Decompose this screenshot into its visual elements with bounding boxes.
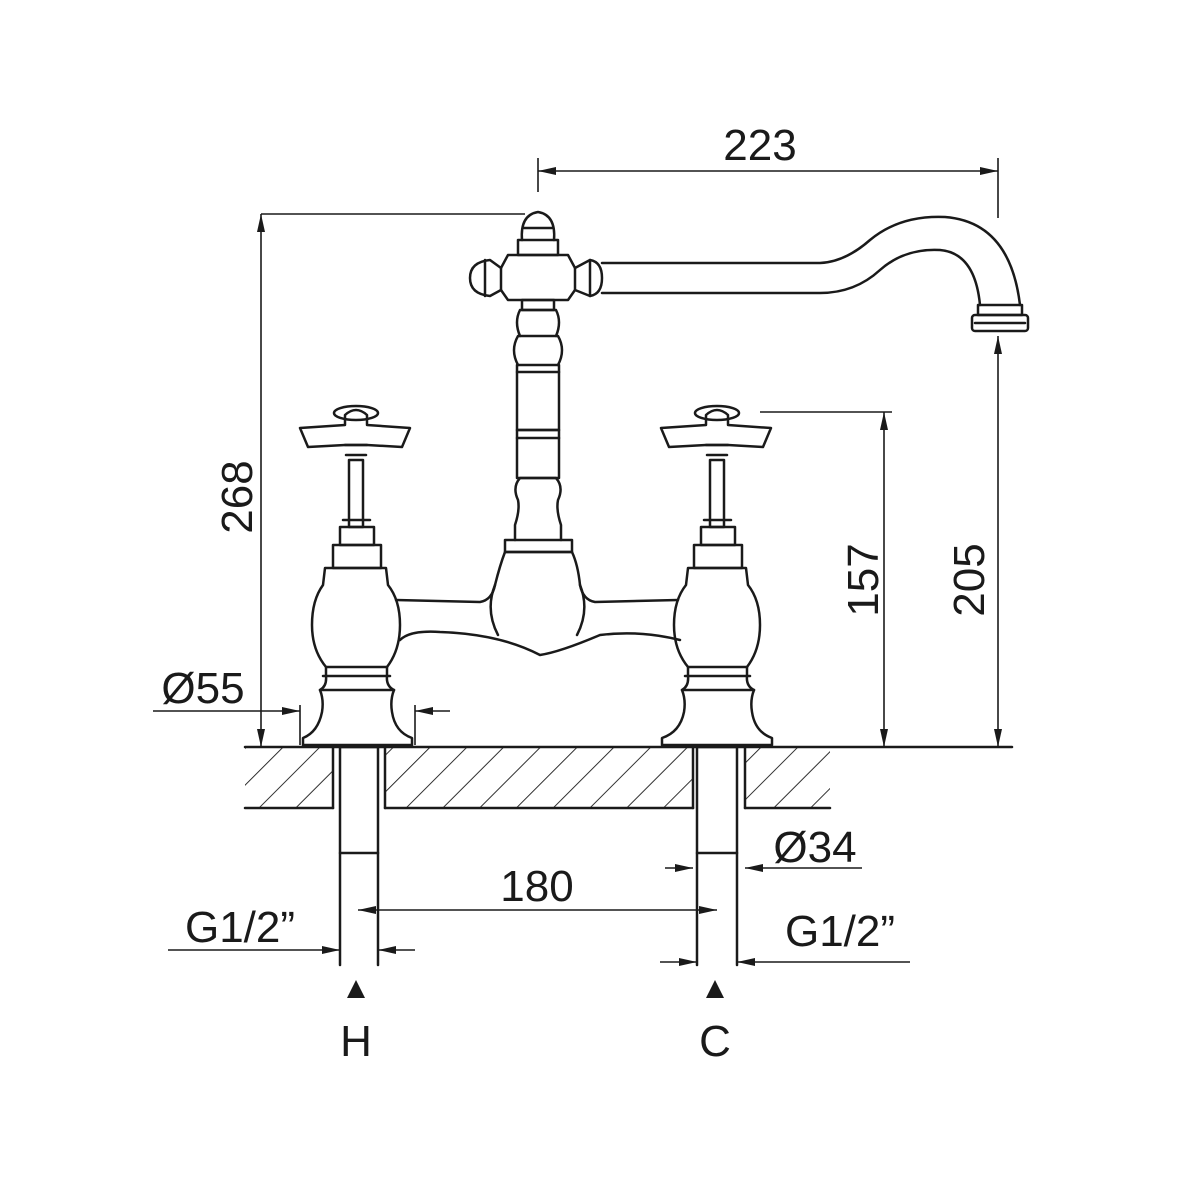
centres-label: 180	[500, 862, 573, 911]
connection-hot-label: G1/2”	[185, 903, 295, 952]
dimension-centres: 180	[358, 862, 717, 914]
arrow-up-icon	[347, 980, 365, 998]
arrow-up-icon	[706, 980, 724, 998]
dimension-connection-cold: G1/2”	[660, 907, 910, 966]
hot-valve	[298, 404, 414, 747]
cold-inlet-label: C	[699, 1017, 731, 1066]
base-diameter-label: Ø55	[161, 664, 244, 713]
dimension-connection-hot: G1/2”	[168, 903, 415, 954]
handle-height-label: 157	[839, 543, 888, 616]
worktop-section	[243, 745, 1014, 810]
tail-pipe-hot	[338, 745, 380, 967]
hole-diameter-label: Ø34	[773, 823, 856, 872]
dimension-base-diameter: Ø55	[153, 664, 450, 745]
dimension-spout-reach: 223	[537, 121, 999, 218]
spout-height-label: 205	[945, 543, 994, 616]
spout-reach-label: 223	[723, 121, 796, 170]
tap-body	[298, 210, 1030, 747]
total-height-label: 268	[213, 460, 262, 533]
cold-valve	[659, 404, 774, 747]
dimension-total-height: 268	[213, 213, 525, 747]
cold-inlet-marker: C	[699, 980, 731, 1066]
connection-cold-label: G1/2”	[785, 907, 895, 956]
dimension-handle-height: 157	[760, 411, 892, 747]
tail-pipe-cold	[695, 745, 739, 967]
hot-inlet-marker: H	[340, 980, 372, 1066]
dimension-spout-height: 205	[945, 336, 1002, 747]
dimension-hole-diameter: Ø34	[665, 823, 862, 872]
hot-inlet-label: H	[340, 1017, 372, 1066]
